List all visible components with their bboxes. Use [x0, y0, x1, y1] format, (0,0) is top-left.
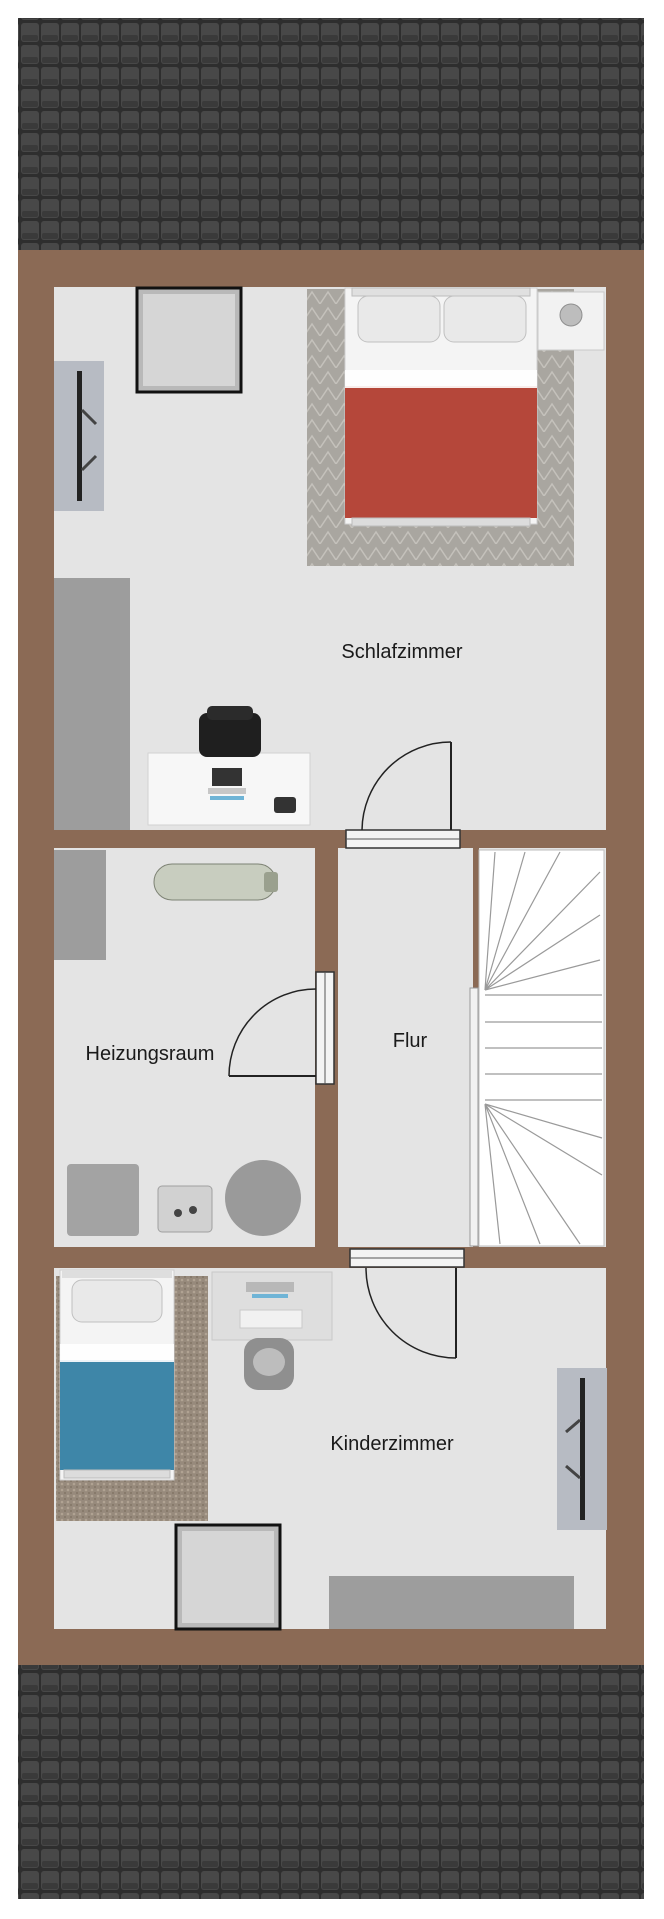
stair-rail: [469, 987, 479, 1247]
shelf-kids: [329, 1576, 574, 1629]
wardrobe-bedroom: [54, 578, 130, 830]
roof-top: [18, 18, 644, 250]
lamp-icon: [559, 303, 583, 327]
heating-unit: [157, 1185, 213, 1233]
bedspread-main: [345, 386, 537, 518]
water-tank: [225, 1160, 301, 1236]
cabinet-utility: [54, 850, 106, 960]
bedspread-kids: [60, 1360, 174, 1470]
laptop-icon: [246, 1282, 294, 1292]
pillow-kids: [71, 1279, 163, 1323]
speaker-icon: [274, 797, 296, 813]
label-hall: Flur: [393, 1030, 428, 1052]
office-chair: [199, 713, 261, 757]
monitor-icon: [212, 768, 242, 786]
pillow-right: [443, 295, 527, 343]
label-utility: Heizungsraum: [86, 1043, 215, 1065]
ironing-board: [153, 863, 277, 901]
pillow-left: [357, 295, 441, 343]
label-bedroom: Schlafzimmer: [341, 641, 462, 663]
boiler: [67, 1164, 139, 1236]
label-kids: Kinderzimmer: [330, 1433, 454, 1455]
stair-steps: [484, 851, 603, 1245]
tv-bedroom-icon: [77, 371, 82, 501]
tv-kids-icon: [580, 1378, 585, 1520]
headboard: [351, 287, 531, 297]
roof-bottom: [18, 1665, 644, 1899]
